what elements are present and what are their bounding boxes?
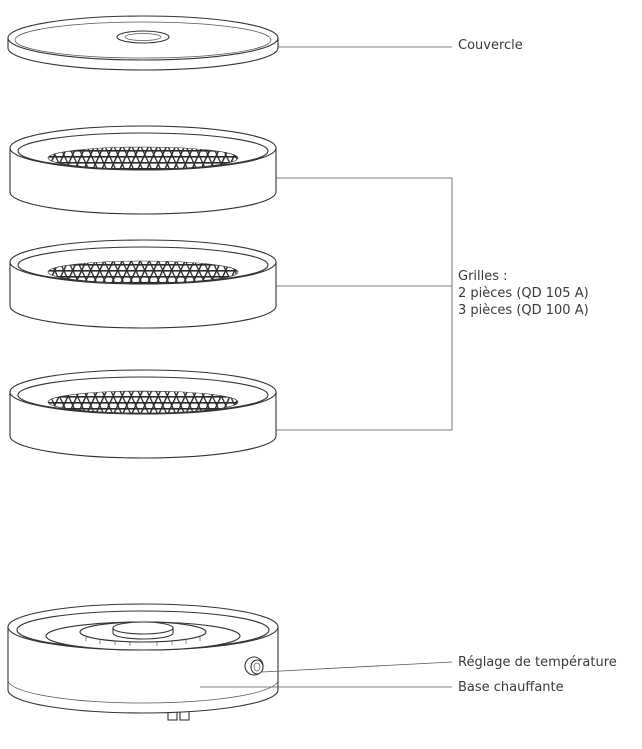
lid-label: Couvercle xyxy=(458,37,523,54)
grille-3 xyxy=(9,369,277,459)
leader-grilles xyxy=(276,177,453,431)
lid xyxy=(7,15,279,71)
base-label-text: Base chauffante xyxy=(458,680,564,695)
temperature-label-text: Réglage de température xyxy=(458,655,617,670)
leader-temperature xyxy=(261,661,453,673)
leader-lines xyxy=(200,46,453,688)
lid-steam-vent xyxy=(116,30,170,44)
grilles-label: Grilles : 2 pièces (QD 105 A) 3 pièces (… xyxy=(458,268,589,319)
grilles-label-line-3: 3 pièces (QD 100 A) xyxy=(458,303,589,318)
grilles-label-line-1: Grilles : xyxy=(458,269,508,284)
heating-base xyxy=(7,603,279,721)
base-label: Base chauffante xyxy=(458,679,564,696)
grille-1 xyxy=(9,125,277,215)
grilles-label-line-2: 2 pièces (QD 105 A) xyxy=(458,286,589,301)
temperature-knob[interactable] xyxy=(244,656,264,676)
grille-2 xyxy=(9,239,277,329)
temperature-label: Réglage de température xyxy=(458,654,617,671)
lid-label-text: Couvercle xyxy=(458,38,523,53)
